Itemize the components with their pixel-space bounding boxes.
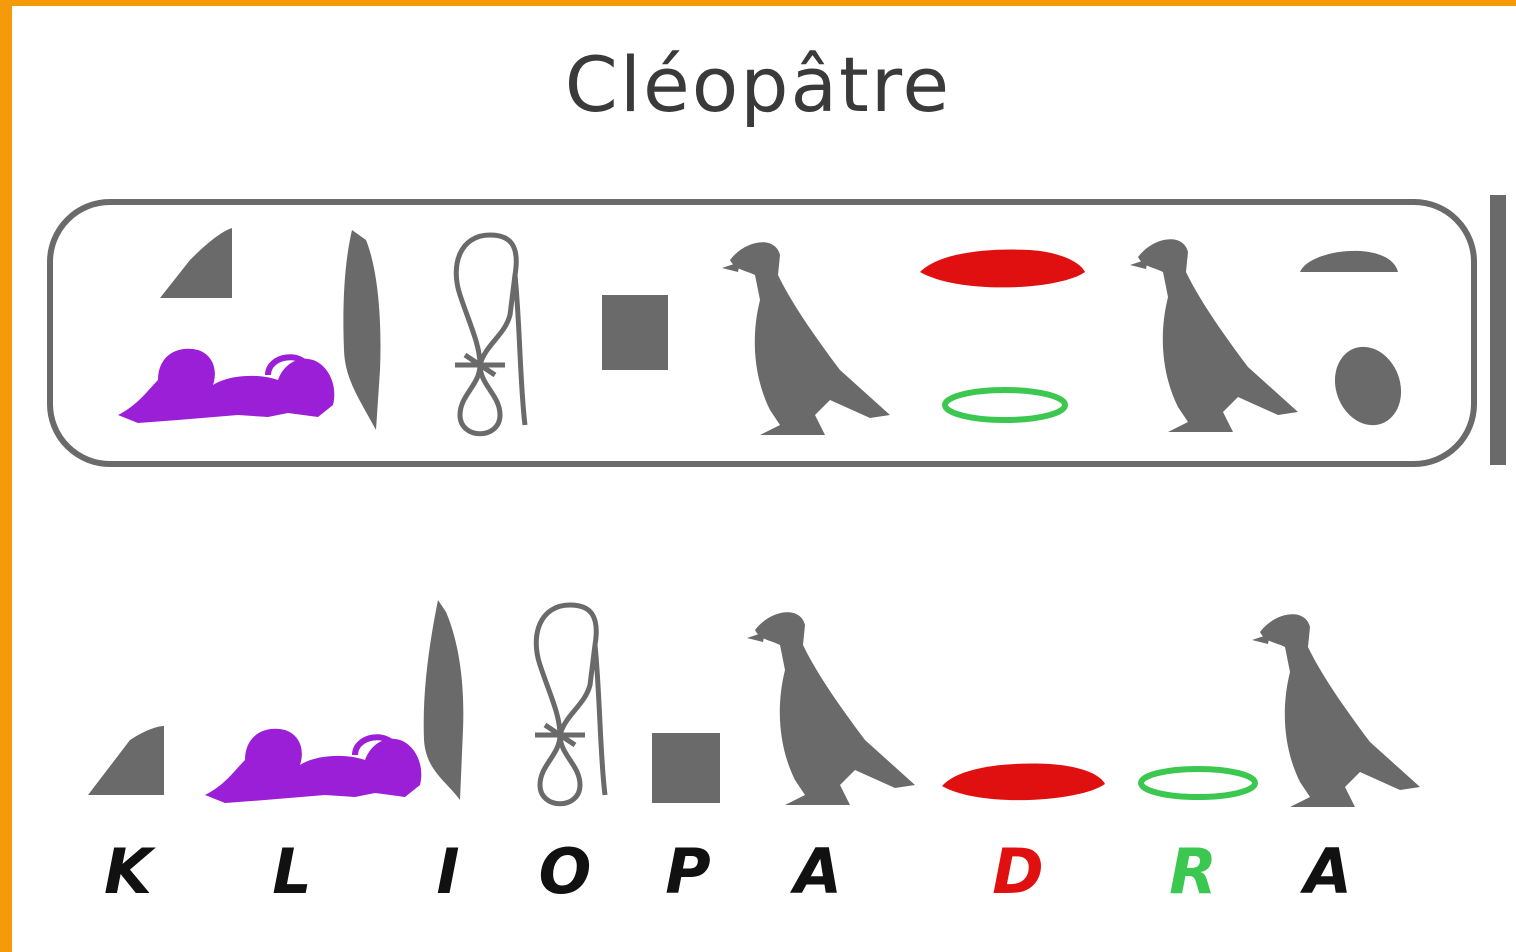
rope-loop-icon xyxy=(535,605,605,804)
reed-leaf-icon xyxy=(343,230,380,430)
square-stool-icon xyxy=(602,295,668,370)
lion-icon xyxy=(118,349,334,423)
transliteration-glyphs xyxy=(88,600,1420,807)
triangle-hill-icon xyxy=(160,228,232,298)
letter-a-final: A xyxy=(1288,835,1368,908)
vulture-icon xyxy=(722,242,890,435)
mouth-icon xyxy=(942,764,1105,801)
triangle-hill-icon xyxy=(88,726,164,795)
egg-icon xyxy=(1324,337,1412,434)
mouth-icon xyxy=(920,250,1085,288)
letter-i: I xyxy=(408,835,488,908)
rope-loop-icon xyxy=(455,235,525,434)
letter-o: O xyxy=(525,835,605,908)
square-stool-icon xyxy=(652,733,720,803)
letter-k: K xyxy=(88,835,168,908)
vulture-icon xyxy=(747,612,915,805)
letter-d: D xyxy=(978,835,1058,908)
vulture-icon xyxy=(1252,614,1420,807)
cartouche xyxy=(50,195,1506,465)
letter-p: P xyxy=(648,835,728,908)
letter-l: L xyxy=(252,835,332,908)
rope-ring-icon xyxy=(945,390,1065,420)
letter-a: A xyxy=(778,835,858,908)
lion-icon xyxy=(205,729,421,803)
vulture-icon xyxy=(1130,239,1298,432)
cartouche-end-bar xyxy=(1490,195,1506,465)
letter-r: R xyxy=(1153,835,1233,908)
reed-leaf-icon xyxy=(424,600,464,800)
bread-loaf-icon xyxy=(1300,251,1398,272)
rope-ring-icon xyxy=(1141,769,1255,797)
